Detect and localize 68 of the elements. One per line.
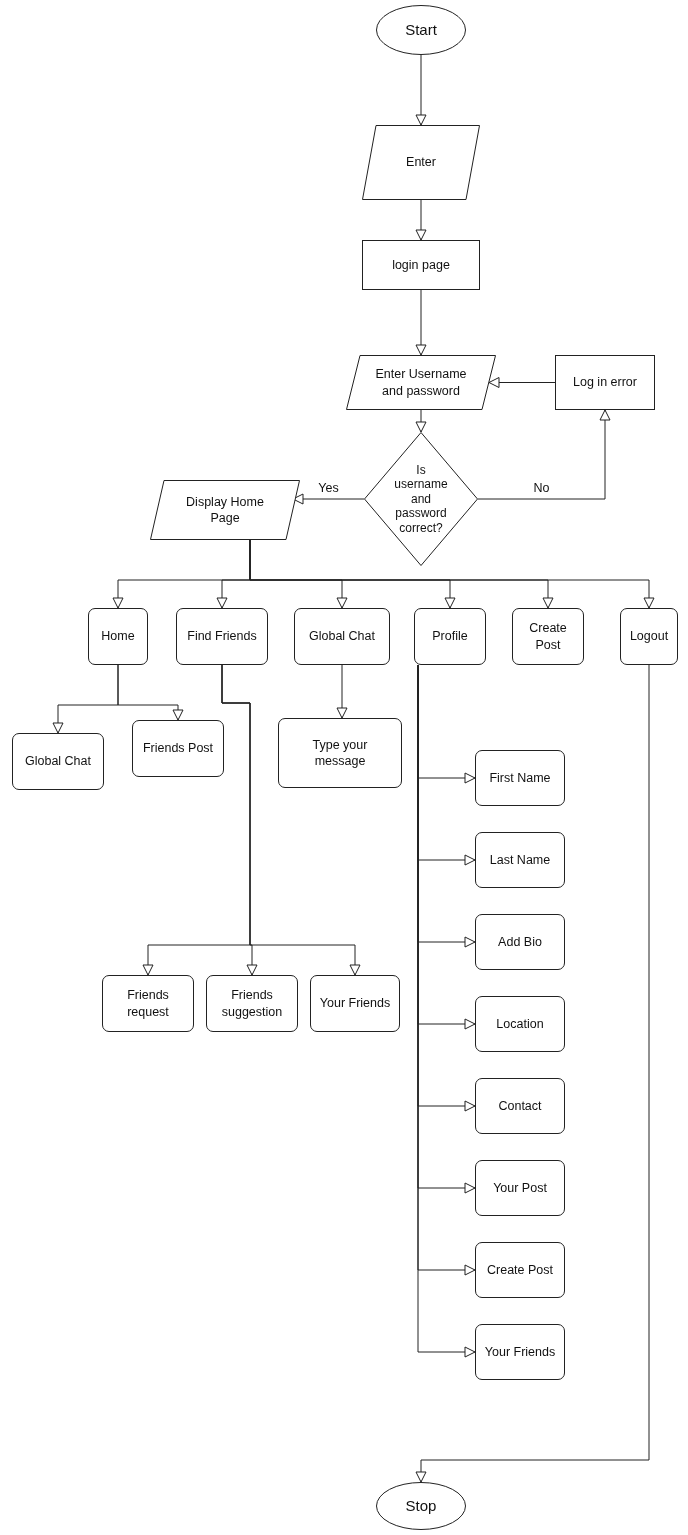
arrow [117, 664, 184, 721]
arrow [477, 409, 611, 500]
node-text: Your Friends [319, 995, 391, 1012]
node-text: Global Chat [25, 753, 91, 770]
node-text: Log in error [573, 374, 637, 391]
process-box [310, 975, 400, 1032]
process-box [362, 240, 480, 290]
process-box [475, 1160, 565, 1216]
node-text: Location [496, 1015, 544, 1033]
node-text: Enter [405, 154, 437, 171]
node-text: Your Friends [484, 1343, 556, 1361]
process-box [294, 608, 390, 665]
arrow [415, 199, 427, 241]
node-text: Find Friends [187, 628, 257, 645]
edge-label: No [531, 481, 552, 495]
input-parallelogram [346, 355, 496, 410]
process-box [176, 608, 268, 665]
node-text: login page [392, 256, 450, 274]
process-box [475, 1078, 565, 1134]
node-text: First Name [489, 769, 551, 787]
arrow [415, 289, 427, 356]
node-text: Stop [405, 1496, 437, 1516]
terminal-ellipse [376, 5, 466, 55]
node-text: Your Post [493, 1179, 547, 1197]
process-box [475, 1324, 565, 1380]
process-box [12, 733, 104, 790]
arrow [415, 409, 427, 433]
process-box [555, 355, 655, 410]
process-box [102, 975, 194, 1032]
node-text: Friends Post [142, 740, 214, 757]
process-box [475, 996, 565, 1052]
node-text: Contact [498, 1097, 542, 1115]
node-text: Profile [432, 628, 468, 645]
arrow [221, 664, 361, 976]
process-box [620, 608, 678, 665]
node-text: Last Name [489, 851, 551, 869]
process-box [475, 750, 565, 806]
process-box [132, 720, 224, 777]
node-text: Add Bio [498, 933, 542, 951]
node-text: Type your message [311, 736, 369, 770]
node-text: Create Post [528, 620, 568, 653]
input-parallelogram [362, 125, 480, 200]
node-text: Home [101, 628, 135, 645]
process-box [475, 1242, 565, 1298]
node-text: Start [405, 20, 437, 40]
node-text: Logout [629, 628, 669, 645]
node-text: Enter Username and password [374, 366, 468, 399]
process-box [414, 608, 486, 665]
node-text: Display Home Page [185, 493, 265, 527]
process-box [512, 608, 584, 665]
process-box [278, 718, 402, 788]
node-text: Is username and password correct? [393, 463, 449, 535]
arrow [488, 377, 556, 388]
node-text: Friends suggestion [220, 987, 284, 1020]
node-text: Global Chat [309, 628, 375, 645]
input-parallelogram [150, 480, 300, 540]
edge-label: Yes [316, 481, 341, 495]
node-text: Create Post [487, 1261, 553, 1279]
process-box [475, 914, 565, 970]
process-box [475, 832, 565, 888]
process-box [88, 608, 148, 665]
arrow [336, 664, 348, 719]
arrow [415, 54, 427, 126]
node-text: Friends request [126, 987, 170, 1020]
arrow [415, 664, 650, 1483]
decision-diamond [364, 432, 478, 566]
process-box [206, 975, 298, 1032]
terminal-ellipse [376, 1482, 466, 1530]
